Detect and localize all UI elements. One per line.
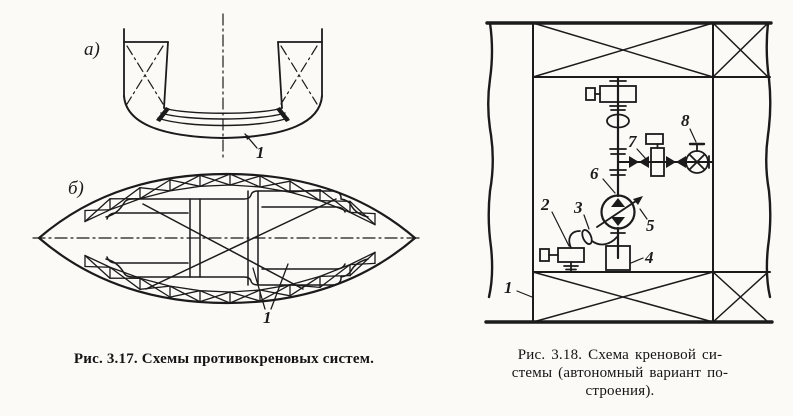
plan-truss-band-bottom	[84, 251, 376, 304]
motor-unit-2	[539, 247, 585, 273]
crossed-valve-8	[685, 142, 709, 174]
callout-1a-arrow	[245, 134, 251, 140]
caption-318-line-2: стемы (автономный вариант по-	[511, 365, 729, 381]
truss-member	[349, 262, 376, 266]
truss-member	[169, 174, 201, 192]
fig317b-plan-view: 1	[32, 172, 422, 327]
fig318-callouts: 1 2 3 4 5 6 7 8	[504, 111, 697, 298]
duct-wedge-left	[156, 107, 170, 122]
figure-318-heeling-system: 1 2 3 4 5 6 7 8	[484, 21, 774, 324]
inner-tank-outlines	[105, 190, 369, 290]
caption-figure-318: Рис. 3.18. Схема креновой си- стемы (авт…	[452, 346, 788, 400]
torn-edge-left	[487, 21, 494, 299]
fig317-sublabel-a: а)	[84, 39, 100, 60]
callout-1: 1	[504, 278, 513, 297]
drain-box-4	[605, 245, 631, 271]
truss-member	[199, 173, 231, 187]
piping-schematic	[539, 75, 713, 273]
pump-arrowhead	[633, 196, 643, 205]
control-valve-7	[645, 133, 665, 177]
caption-318-line-1: Рис. 3.18. Схема креновой си-	[517, 347, 723, 363]
valve-bowtie-right-2	[676, 156, 686, 168]
truss-member	[229, 175, 261, 186]
callout-5: 5	[646, 216, 655, 235]
valve-bowtie-left-1	[629, 156, 639, 168]
cross-duct-lines	[157, 107, 289, 127]
pump-variable-arrow	[596, 198, 640, 228]
callout-1b-leader-right	[270, 263, 289, 310]
branch-line	[617, 133, 713, 177]
bottom-tank-bracing	[532, 271, 769, 323]
hull-frame	[484, 21, 774, 324]
valve-bowtie-right-1	[639, 156, 649, 168]
truss-member	[229, 291, 261, 302]
flexible-hose	[568, 229, 618, 249]
callout-1a: 1	[256, 143, 265, 162]
expansion-joint	[606, 113, 630, 129]
truss-member	[319, 200, 351, 203]
callout-6: 6	[590, 164, 599, 183]
truss-member	[139, 277, 171, 298]
truss-member	[84, 254, 111, 279]
callout-1b: 1	[263, 308, 272, 327]
heeling-pump	[596, 194, 643, 230]
callout-7: 7	[628, 132, 638, 151]
caption-318-line-3: строения).	[585, 383, 655, 399]
truss-member	[169, 285, 201, 303]
truss-member	[199, 290, 231, 304]
duct-wedge-right	[276, 107, 290, 122]
truss-member	[84, 198, 111, 223]
truss-member	[349, 211, 376, 215]
truss-member	[139, 179, 171, 200]
callout-8: 8	[681, 111, 690, 130]
callout-1b-leader-left	[252, 267, 266, 310]
fig317-sublabel-b: б)	[68, 178, 84, 199]
top-tank-bracing	[532, 22, 769, 78]
motor-valve-top	[585, 85, 637, 103]
callout-4: 4	[644, 248, 654, 267]
truss-member	[259, 289, 291, 297]
truss-member	[109, 266, 141, 290]
callout-3: 3	[573, 198, 583, 217]
valve-bowtie-left-2	[666, 156, 676, 168]
fig317a-cross-section: 1	[123, 13, 323, 162]
truss-member	[259, 180, 291, 188]
truss-member	[109, 187, 141, 211]
figure-317-antiheeling-schemes: а) 1 б)	[32, 13, 422, 327]
caption-figure-317: Рис. 3.17. Схемы противокреновых систем.	[73, 351, 375, 367]
torn-edge-right	[765, 21, 772, 299]
callout-2: 2	[540, 195, 550, 214]
tank-diagonals	[126, 45, 318, 105]
